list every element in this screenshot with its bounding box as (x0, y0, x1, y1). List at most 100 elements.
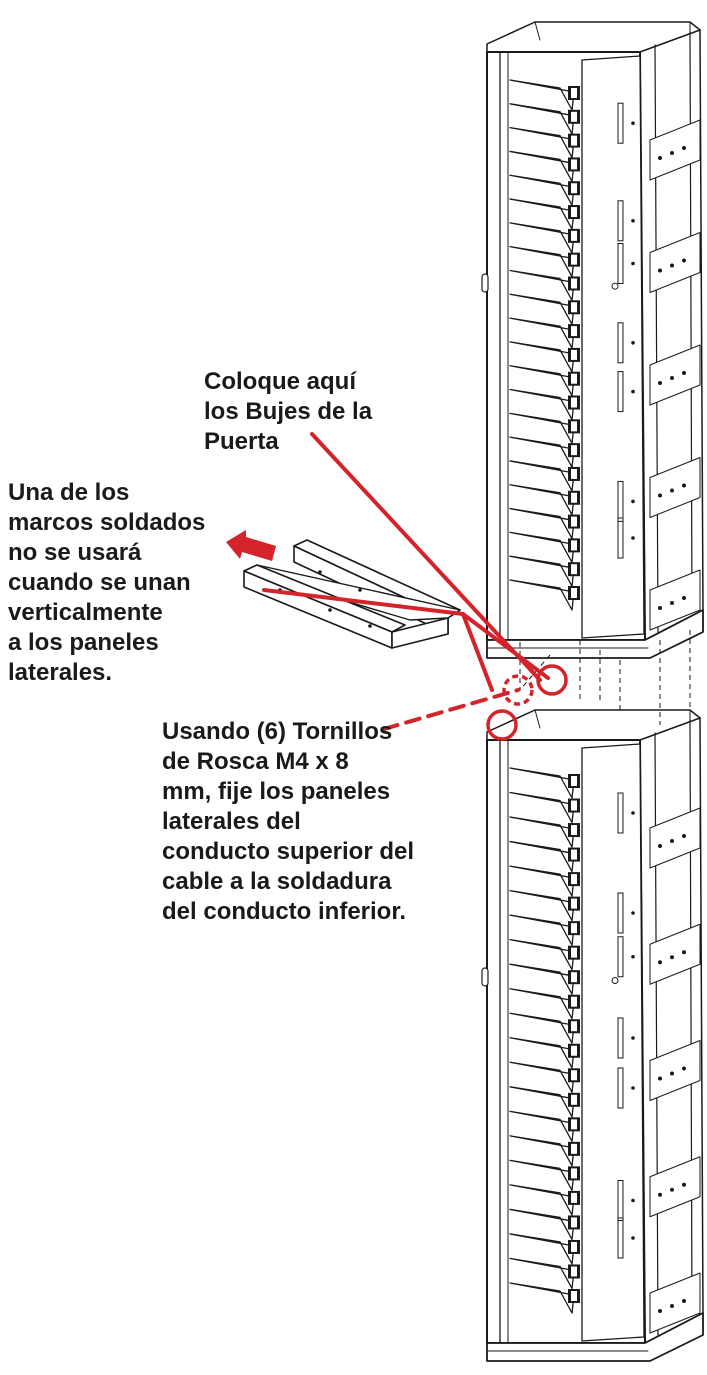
alignment-guide-lines (519, 630, 691, 725)
finger-clip-slot (571, 1070, 577, 1081)
frame-hole (318, 570, 322, 574)
panel-slot (617, 1017, 624, 1059)
screw-dot (631, 1236, 635, 1240)
panel-slot (617, 1180, 624, 1221)
finger-clip-slot (571, 800, 577, 811)
screw-dot (658, 844, 662, 848)
screw-dot (682, 146, 686, 150)
cable-finger (509, 816, 575, 848)
screw-dot (658, 268, 662, 273)
finger-clip-slot (571, 996, 577, 1007)
callout-line: Una de los (8, 479, 130, 506)
side-cross-band (649, 119, 701, 181)
screw-dot (631, 1198, 635, 1203)
finger-clip-slot (571, 849, 577, 860)
screw-dot (670, 1304, 674, 1308)
screw-dot (670, 1071, 674, 1076)
callout-screws: Usando (6) Tornillos de Rosca M4 x 8 mm,… (162, 717, 414, 927)
side-cross-band (649, 569, 701, 631)
cable-finger (509, 840, 575, 873)
callout-line: Coloque aquí (204, 368, 356, 395)
panel-slot (617, 102, 624, 144)
screw-dot (658, 1192, 662, 1197)
panel-slot (617, 480, 624, 522)
screw-dot (631, 121, 635, 125)
finger-clip-slot (571, 776, 577, 786)
screw-dot (658, 1076, 662, 1081)
finger-clip-slot (571, 397, 577, 408)
callout-welded-frames: Una de los marcos soldados no se usará c… (8, 478, 205, 688)
screw-dot (670, 488, 674, 493)
callout-line: marcos soldados (8, 509, 206, 536)
screw-dot (670, 839, 674, 843)
cable-finger (509, 1061, 575, 1093)
cable-finger (509, 1012, 575, 1044)
finger-clip-slot (571, 492, 577, 503)
cable-finger (509, 1208, 575, 1241)
upper-cable-duct (481, 21, 704, 659)
panel-slot (617, 517, 624, 559)
finger-clip-slot (571, 445, 577, 456)
cable-finger (509, 963, 575, 995)
screw-dot (631, 536, 635, 540)
panel-hole (611, 282, 619, 290)
screw-dot (670, 263, 674, 268)
screw-dot (682, 1299, 686, 1303)
finger-clip-slot (571, 254, 577, 265)
screw-dot (631, 389, 635, 394)
screw-dot (682, 596, 686, 600)
screw-dot (670, 151, 674, 155)
leader-frame-branch-a (461, 612, 494, 692)
finger-clip-slot (571, 1291, 577, 1301)
finger-clip-slot (571, 1094, 577, 1105)
screw-dot (682, 371, 686, 375)
duct-base (486, 609, 704, 659)
screw-dot (658, 493, 662, 498)
cap-edge (534, 709, 541, 729)
callout-line: mm, fije los paneles (162, 778, 391, 805)
finger-clip-slot (571, 923, 577, 934)
leader-frame-branch-b (461, 612, 550, 680)
finger-clip-slot (571, 111, 577, 122)
screw-dot (682, 483, 686, 488)
callout-line: cuando se unan (8, 569, 191, 596)
cable-finger (509, 1110, 575, 1142)
callout-line: verticalmente (8, 599, 163, 626)
cable-finger (509, 988, 575, 1020)
side-cross-band (649, 232, 701, 293)
circle-marker-icon (486, 709, 518, 741)
center-panel (581, 743, 645, 1342)
duct-right-side (639, 29, 704, 641)
finger-clip-slot (571, 159, 577, 170)
finger-clip-slot (571, 898, 577, 909)
leader-frame (262, 588, 465, 616)
screw-dot (658, 606, 662, 610)
screw-dot (670, 955, 674, 960)
panel-slot (617, 936, 624, 978)
finger-clip-slot (571, 516, 577, 527)
cable-finger (509, 1037, 575, 1069)
leader-bushings (310, 432, 542, 682)
finger-clip-slot (571, 1168, 577, 1179)
screw-dot (682, 258, 686, 263)
side-cross-band (649, 923, 701, 985)
cable-finger (509, 1282, 575, 1314)
panel-slot (617, 1217, 624, 1259)
screw-dot (631, 954, 635, 959)
hinge-bump (481, 967, 489, 987)
finger-clip-slot (571, 874, 577, 885)
finger-clip-slot (571, 947, 577, 958)
cable-finger (509, 1135, 575, 1167)
screw-dot (658, 381, 662, 385)
guide-dash (519, 654, 551, 691)
finger-clip-slot (571, 230, 577, 241)
finger-clip-slot (571, 88, 577, 98)
finger-clip-slot (571, 1241, 577, 1252)
finger-clip-slot (571, 349, 577, 360)
finger-clip-slot (571, 540, 577, 551)
screw-dot (682, 834, 686, 838)
cable-finger (509, 914, 575, 946)
callout-line: de Rosca M4 x 8 (162, 748, 349, 775)
finger-clip-slot (571, 1021, 577, 1032)
